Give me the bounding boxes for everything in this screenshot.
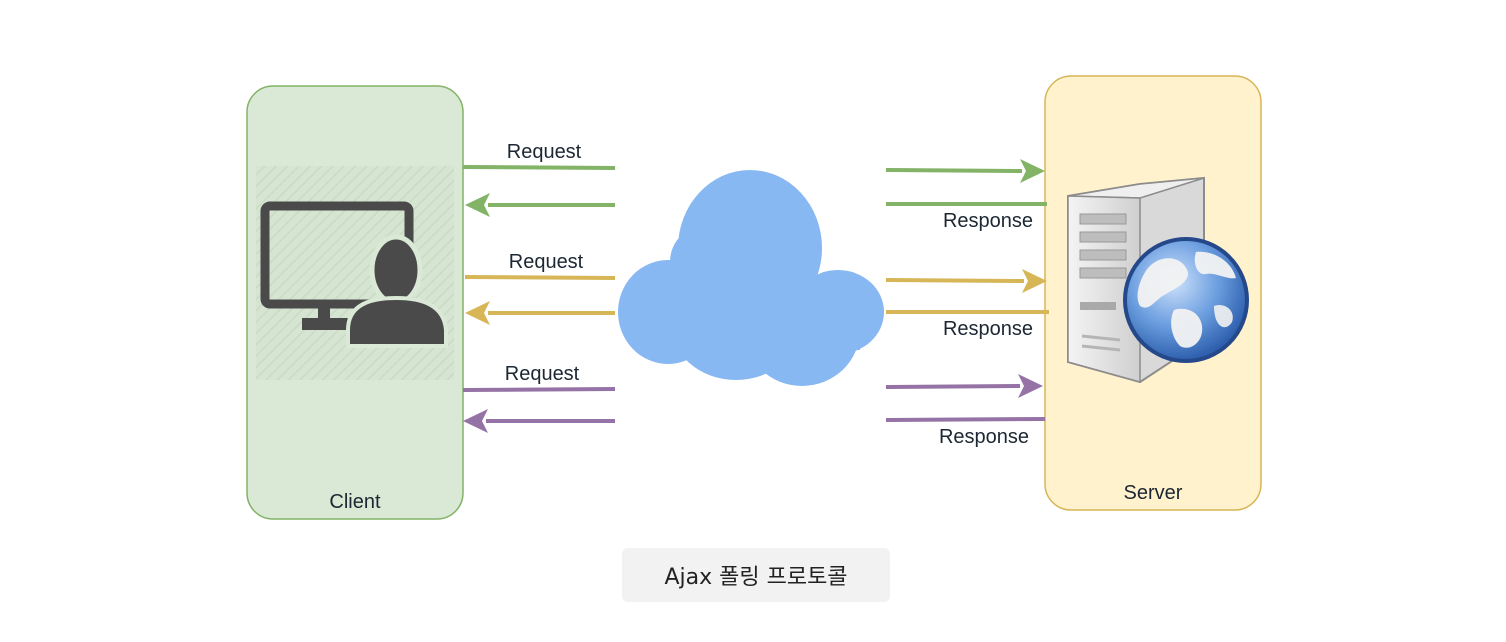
response-label-1: Response	[943, 210, 1033, 232]
request-arrow-2	[464, 275, 616, 280]
client-node: Client	[246, 85, 464, 520]
forwarded-request-arrow-2	[885, 269, 1047, 293]
forwarded-request-arrow-1	[885, 159, 1045, 183]
response-arrow-1	[465, 193, 615, 217]
request-label-1: Request	[507, 141, 582, 163]
response-label-2: Response	[943, 318, 1033, 340]
request-label-3: Request	[505, 363, 580, 385]
user-at-monitor-icon	[260, 201, 448, 348]
request-arrow-1	[462, 165, 616, 170]
server-response-line-3	[885, 417, 1046, 422]
diagram-caption: Ajax 폴링 프로토콜	[664, 565, 848, 590]
forwarded-request-arrow-3	[885, 374, 1043, 398]
web-server-globe-icon	[1067, 176, 1249, 384]
response-arrow-3	[463, 409, 615, 433]
response-arrow-2	[465, 301, 615, 325]
client-label: Client	[329, 491, 381, 513]
server-node: Server	[1044, 75, 1262, 511]
request-arrow-3	[462, 387, 616, 392]
request-label-2: Request	[509, 251, 584, 273]
response-label-3: Response	[939, 426, 1029, 448]
caption-box: Ajax 폴링 프로토콜	[622, 548, 890, 602]
server-label: Server	[1124, 482, 1183, 504]
cloud-icon	[618, 170, 884, 386]
